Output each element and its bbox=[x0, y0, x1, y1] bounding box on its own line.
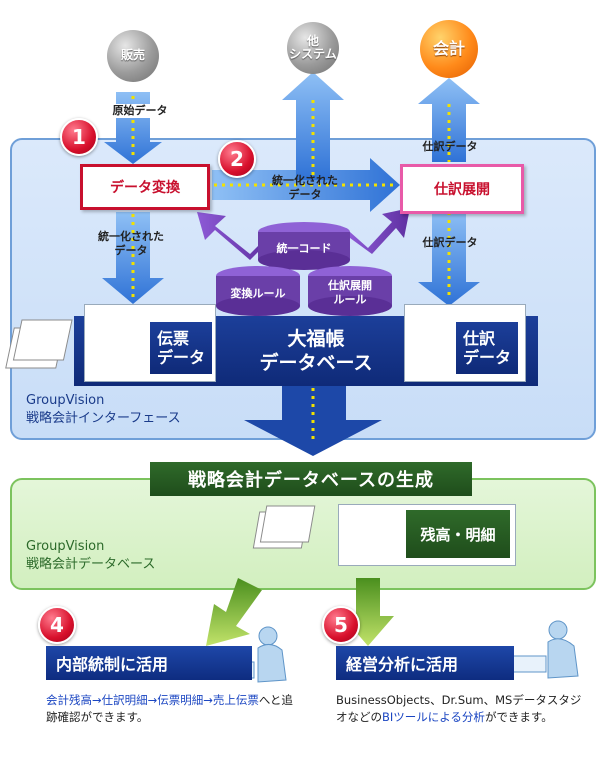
step-badge-2: 2 bbox=[218, 140, 256, 178]
desc-management-highlight: BIツールによる分析 bbox=[382, 709, 485, 724]
arrow-to-internal-control bbox=[206, 578, 262, 646]
step-number-5: 5 bbox=[334, 613, 348, 637]
target-kaikei-label: 会計 bbox=[432, 39, 465, 59]
node-ledger-db: 大福帳 データベース bbox=[259, 328, 373, 374]
arrow-rule-to-expansion bbox=[350, 208, 410, 254]
node-journal-expansion-label: 仕訳展開 bbox=[434, 182, 490, 198]
desc-management-pre: BusinessObjects、Dr.Sum、MSデータスタジオなどの bbox=[336, 693, 582, 724]
label-unified-data-center: 統一化された データ bbox=[272, 174, 338, 201]
node-conversion-rule: 変換ルール bbox=[230, 287, 286, 301]
node-voucher-data: 伝票 データ bbox=[150, 322, 212, 374]
step-number-4: 4 bbox=[50, 613, 64, 637]
source-hanbai: 販売 bbox=[107, 30, 159, 82]
label-journal-data-bottom: 仕訳データ bbox=[422, 236, 478, 249]
target-kaikei: 会計 bbox=[420, 20, 478, 78]
caption-interface: GroupVision 戦略会計インターフェース bbox=[26, 393, 181, 426]
node-journal-data-db: 仕訳 データ bbox=[456, 322, 518, 374]
label-unified-data-left: 統一化された データ bbox=[98, 230, 164, 257]
banner-management-analysis: 経営分析に活用 bbox=[336, 646, 514, 680]
step-badge-1: 1 bbox=[60, 118, 98, 156]
arrow-to-journal-db bbox=[418, 210, 480, 306]
caption-database: GroupVision 戦略会計データベース bbox=[26, 539, 156, 572]
person-silhouette-right bbox=[507, 620, 579, 679]
desc-management-analysis: BusinessObjects、Dr.Sum、MSデータスタジオなどのBIツール… bbox=[336, 692, 592, 725]
label-journal-data-top: 仕訳データ bbox=[422, 140, 478, 153]
label-raw-data: 原始データ bbox=[100, 104, 180, 118]
cylinder-shapes bbox=[216, 222, 392, 316]
source-other-system: 他 システム bbox=[287, 22, 339, 74]
node-data-conversion-label: データ変換 bbox=[110, 180, 180, 196]
desc-internal-control: 会計残高→仕訳明細→伝票明細→売上伝票へと追跡確認ができます。 bbox=[46, 692, 298, 725]
node-balance-detail: 残高・明細 bbox=[406, 510, 510, 558]
step-number-1: 1 bbox=[72, 125, 86, 149]
step-badge-5: 5 bbox=[322, 606, 360, 644]
arrow-to-voucher bbox=[102, 212, 164, 304]
banner-internal-control: 内部統制に活用 bbox=[46, 646, 252, 680]
desc-internal-control-highlight: 会計残高→仕訳明細→伝票明細→売上伝票 bbox=[46, 693, 259, 707]
source-other-system-label: 他 システム bbox=[289, 33, 337, 61]
node-unified-code: 統一コード bbox=[276, 242, 332, 256]
step-number-2: 2 bbox=[230, 147, 244, 171]
step-badge-4: 4 bbox=[38, 606, 76, 644]
section-title-generation: 戦略会計データベースの生成 bbox=[150, 462, 472, 496]
arrow-rule-to-conversion bbox=[197, 212, 270, 260]
desc-internal-control-rest: へと追跡確認ができます。 bbox=[46, 693, 293, 724]
desc-management-post: ができます。 bbox=[484, 709, 553, 724]
arrow-unified-right bbox=[212, 158, 400, 212]
node-data-conversion: データ変換 bbox=[80, 164, 210, 210]
source-hanbai-label: 販売 bbox=[120, 48, 145, 63]
node-journal-expansion: 仕訳展開 bbox=[400, 164, 524, 214]
node-expansion-rule: 仕訳展開 ルール bbox=[328, 279, 372, 306]
